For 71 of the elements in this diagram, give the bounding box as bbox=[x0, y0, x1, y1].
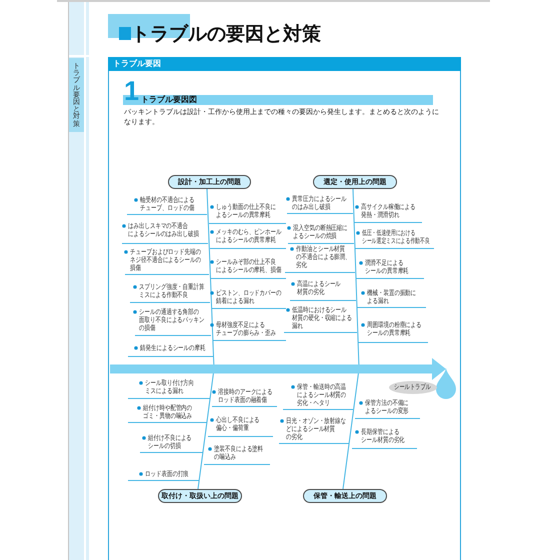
bone-line bbox=[208, 398, 211, 407]
bone-line bbox=[206, 406, 210, 423]
cause-branch bbox=[213, 320, 286, 341]
bone-line bbox=[206, 188, 208, 215]
cause-branch bbox=[128, 343, 213, 357]
cause-branch bbox=[210, 227, 286, 249]
bone-line bbox=[354, 243, 356, 249]
bone-line bbox=[208, 243, 210, 249]
bone-line bbox=[204, 422, 208, 437]
subheading: トラブル要因図 bbox=[141, 95, 197, 105]
cause-branch bbox=[354, 202, 422, 223]
bone-line bbox=[202, 436, 206, 453]
cause-branch bbox=[135, 307, 212, 336]
bone-line bbox=[348, 443, 350, 449]
bone-line bbox=[208, 223, 210, 244]
cause-branch bbox=[279, 416, 349, 444]
cause-branch bbox=[204, 444, 270, 465]
bone-line bbox=[352, 409, 354, 419]
bone-line bbox=[342, 448, 349, 490]
bone-line bbox=[354, 222, 356, 244]
bone-line bbox=[352, 188, 354, 214]
cause-branch bbox=[290, 279, 356, 301]
bone-line bbox=[356, 300, 358, 308]
bone-line bbox=[355, 272, 356, 279]
bone-line bbox=[355, 278, 358, 301]
section-header: トラブル要因 bbox=[108, 57, 461, 71]
cause-branch bbox=[128, 378, 210, 399]
cause-branch bbox=[357, 288, 426, 308]
cause-branch bbox=[287, 194, 353, 214]
bone-line bbox=[212, 340, 214, 357]
bone-line bbox=[210, 278, 212, 303]
bone-line bbox=[210, 274, 211, 279]
bone-line bbox=[208, 214, 209, 224]
cause-branch bbox=[358, 320, 428, 343]
cause-branch bbox=[355, 398, 420, 419]
bone-line bbox=[198, 464, 202, 481]
cause-branch bbox=[130, 282, 210, 303]
cause-branch bbox=[208, 202, 286, 224]
section-number: 1 bbox=[124, 77, 140, 105]
cause-branch bbox=[128, 469, 199, 481]
cause-branch bbox=[355, 228, 434, 249]
cause-branch bbox=[127, 195, 207, 215]
cause-branch bbox=[210, 257, 286, 279]
drop-shape bbox=[436, 368, 456, 399]
bone-line bbox=[212, 335, 214, 341]
bone-line bbox=[200, 452, 204, 465]
bone-line bbox=[354, 248, 356, 273]
bone-line bbox=[198, 480, 200, 490]
cause-branch bbox=[212, 387, 277, 407]
cause-branch bbox=[212, 288, 286, 309]
bone-line bbox=[348, 418, 353, 444]
cause-branch bbox=[140, 433, 203, 453]
cause-branch bbox=[283, 382, 354, 410]
page-title: トラブルの要因と対策 bbox=[131, 22, 321, 46]
bone-line bbox=[353, 213, 355, 223]
cause-branch bbox=[285, 244, 355, 273]
cause-branch bbox=[288, 223, 354, 244]
cause-branch bbox=[122, 221, 208, 244]
bone-line bbox=[208, 248, 211, 275]
cause-branch bbox=[352, 427, 417, 449]
cause-branch bbox=[208, 415, 273, 437]
bone-line bbox=[356, 307, 358, 333]
bone-line bbox=[211, 308, 214, 336]
cause-branch bbox=[128, 403, 207, 423]
cause-branch bbox=[125, 247, 209, 275]
bone-line bbox=[210, 302, 212, 309]
spine-band bbox=[214, 364, 359, 374]
spine-arrow bbox=[359, 358, 446, 380]
cause-branch bbox=[356, 258, 424, 279]
bone-line bbox=[357, 332, 359, 343]
cause-branch bbox=[284, 305, 357, 333]
